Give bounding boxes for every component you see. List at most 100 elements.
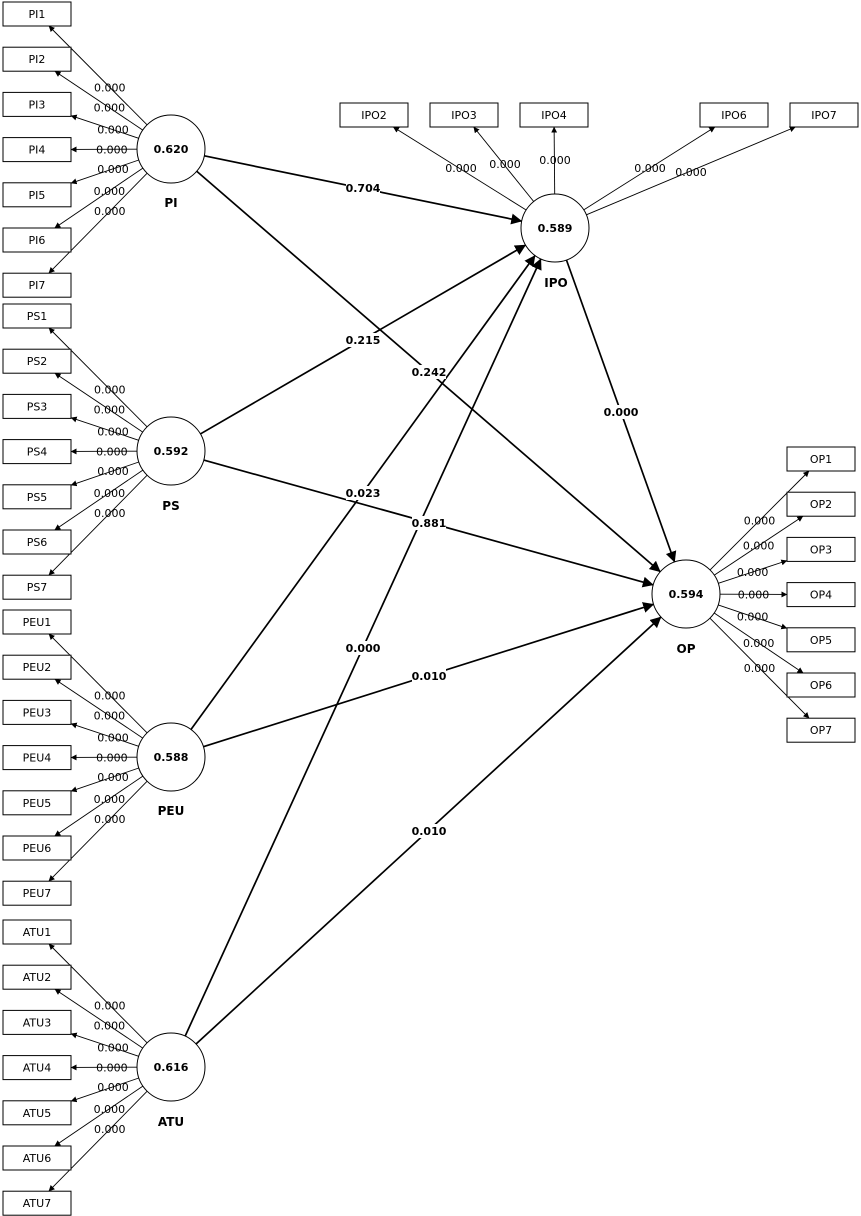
- indicator-box: [2, 790, 72, 816]
- indicator-pi6[interactable]: PI6: [2, 227, 72, 253]
- indicator-pi7[interactable]: PI7: [2, 272, 72, 298]
- indicator-ps5[interactable]: PS5: [2, 484, 72, 510]
- loading-value-pi3: 0.000: [97, 124, 129, 137]
- indicator-atu6[interactable]: ATU6: [2, 1145, 72, 1171]
- indicator-label: ATU1: [23, 926, 51, 939]
- indicator-box: [2, 1055, 72, 1081]
- indicator-label: PI1: [29, 8, 46, 21]
- construct-r-squared-value: 0.594: [669, 588, 704, 601]
- indicator-label: IPO2: [361, 109, 387, 122]
- loading-value-peu6: 0.000: [94, 793, 126, 806]
- loading-value-peu3: 0.000: [97, 732, 129, 745]
- indicator-op5[interactable]: OP5: [786, 627, 856, 653]
- indicator-label: PI4: [29, 144, 46, 157]
- indicator-pi1[interactable]: PI1: [2, 1, 72, 27]
- loading-arrow-pi7: [48, 172, 148, 274]
- indicator-label: PS7: [27, 581, 48, 594]
- indicator-ipo6[interactable]: IPO6: [699, 102, 769, 128]
- path-label-background: [412, 824, 446, 838]
- construct-name: ATU: [158, 1115, 184, 1129]
- indicator-peu2[interactable]: PEU2: [2, 654, 72, 680]
- indicator-ps7[interactable]: PS7: [2, 574, 72, 600]
- indicator-box: [429, 102, 499, 128]
- indicator-ipo2[interactable]: IPO2: [339, 102, 409, 128]
- indicator-ps6[interactable]: PS6: [2, 529, 72, 555]
- indicator-pi3[interactable]: PI3: [2, 91, 72, 117]
- indicator-label: OP5: [810, 634, 832, 647]
- loading-value-pi1: 0.000: [94, 81, 126, 94]
- loading-arrow-peu3: [70, 722, 139, 747]
- indicator-label: OP1: [810, 453, 832, 466]
- construct-circle: [136, 1032, 206, 1102]
- indicator-ps1[interactable]: PS1: [2, 303, 72, 329]
- indicator-op1[interactable]: OP1: [786, 446, 856, 472]
- indicator-box: [699, 102, 769, 128]
- indicator-atu5[interactable]: ATU5: [2, 1100, 72, 1126]
- loading-arrow-ps6: [54, 469, 144, 531]
- loading-arrow-ipo6: [583, 126, 716, 211]
- path-coefficient-ps-ipo: 0.215: [346, 334, 381, 347]
- loading-value-ps4: 0.000: [96, 445, 128, 458]
- indicator-peu4[interactable]: PEU4: [2, 745, 72, 771]
- loading-value-pi6: 0.000: [94, 185, 126, 198]
- indicator-box: [789, 102, 859, 128]
- loading-value-ps7: 0.000: [94, 507, 126, 520]
- loading-value-peu4: 0.000: [96, 751, 128, 764]
- indicator-label: ATU5: [23, 1107, 51, 1120]
- connection-layer: [48, 25, 810, 1192]
- indicator-label: OP2: [810, 498, 832, 511]
- indicator-peu6[interactable]: PEU6: [2, 835, 72, 861]
- indicator-box: [519, 102, 589, 128]
- indicator-atu7[interactable]: ATU7: [2, 1190, 72, 1216]
- indicator-op6[interactable]: OP6: [786, 672, 856, 698]
- loading-arrow-op5: [718, 604, 788, 630]
- indicator-label: PEU7: [23, 887, 52, 900]
- indicator-op3[interactable]: OP3: [786, 536, 856, 562]
- loading-arrow-op2: [714, 515, 804, 576]
- indicator-atu3[interactable]: ATU3: [2, 1009, 72, 1035]
- indicator-ipo4[interactable]: IPO4: [519, 102, 589, 128]
- indicator-op4[interactable]: OP4: [786, 582, 856, 608]
- indicator-ipo7[interactable]: IPO7: [789, 102, 859, 128]
- indicator-pi5[interactable]: PI5: [2, 182, 72, 208]
- indicator-label: IPO3: [451, 109, 477, 122]
- loading-arrow-atu2: [54, 988, 144, 1049]
- indicator-box: [786, 446, 856, 472]
- indicator-atu2[interactable]: ATU2: [2, 964, 72, 990]
- indicator-atu1[interactable]: ATU1: [2, 919, 72, 945]
- loading-value-peu2: 0.000: [94, 710, 126, 723]
- indicator-peu5[interactable]: PEU5: [2, 790, 72, 816]
- path-label-background: [346, 181, 380, 195]
- indicator-atu4[interactable]: ATU4: [2, 1055, 72, 1081]
- construct-circle: [136, 722, 206, 792]
- construct-r-squared-value: 0.589: [538, 222, 573, 235]
- path-label-background: [346, 486, 380, 500]
- loading-arrow-ipo3: [473, 126, 535, 202]
- indicator-peu1[interactable]: PEU1: [2, 609, 72, 635]
- indicator-label: PEU5: [23, 797, 52, 810]
- indicator-ps2[interactable]: PS2: [2, 348, 72, 374]
- indicator-pi4[interactable]: PI4: [2, 137, 72, 163]
- loading-value-ps1: 0.000: [94, 383, 126, 396]
- loading-value-peu7: 0.000: [94, 813, 126, 826]
- indicator-op7[interactable]: OP7: [786, 717, 856, 743]
- indicator-pi2[interactable]: PI2: [2, 46, 72, 72]
- loading-value-atu4: 0.000: [96, 1061, 128, 1074]
- indicator-box: [2, 1190, 72, 1216]
- indicator-label: IPO6: [721, 109, 747, 122]
- indicator-ipo3[interactable]: IPO3: [429, 102, 499, 128]
- loading-value-peu1: 0.000: [94, 689, 126, 702]
- indicator-box: [2, 137, 72, 163]
- indicator-label: PI5: [29, 189, 46, 202]
- indicator-peu7[interactable]: PEU7: [2, 880, 72, 906]
- indicator-ps4[interactable]: PS4: [2, 439, 72, 465]
- indicator-peu3[interactable]: PEU3: [2, 699, 72, 725]
- indicator-ps3[interactable]: PS3: [2, 393, 72, 419]
- indicator-op2[interactable]: OP2: [786, 491, 856, 517]
